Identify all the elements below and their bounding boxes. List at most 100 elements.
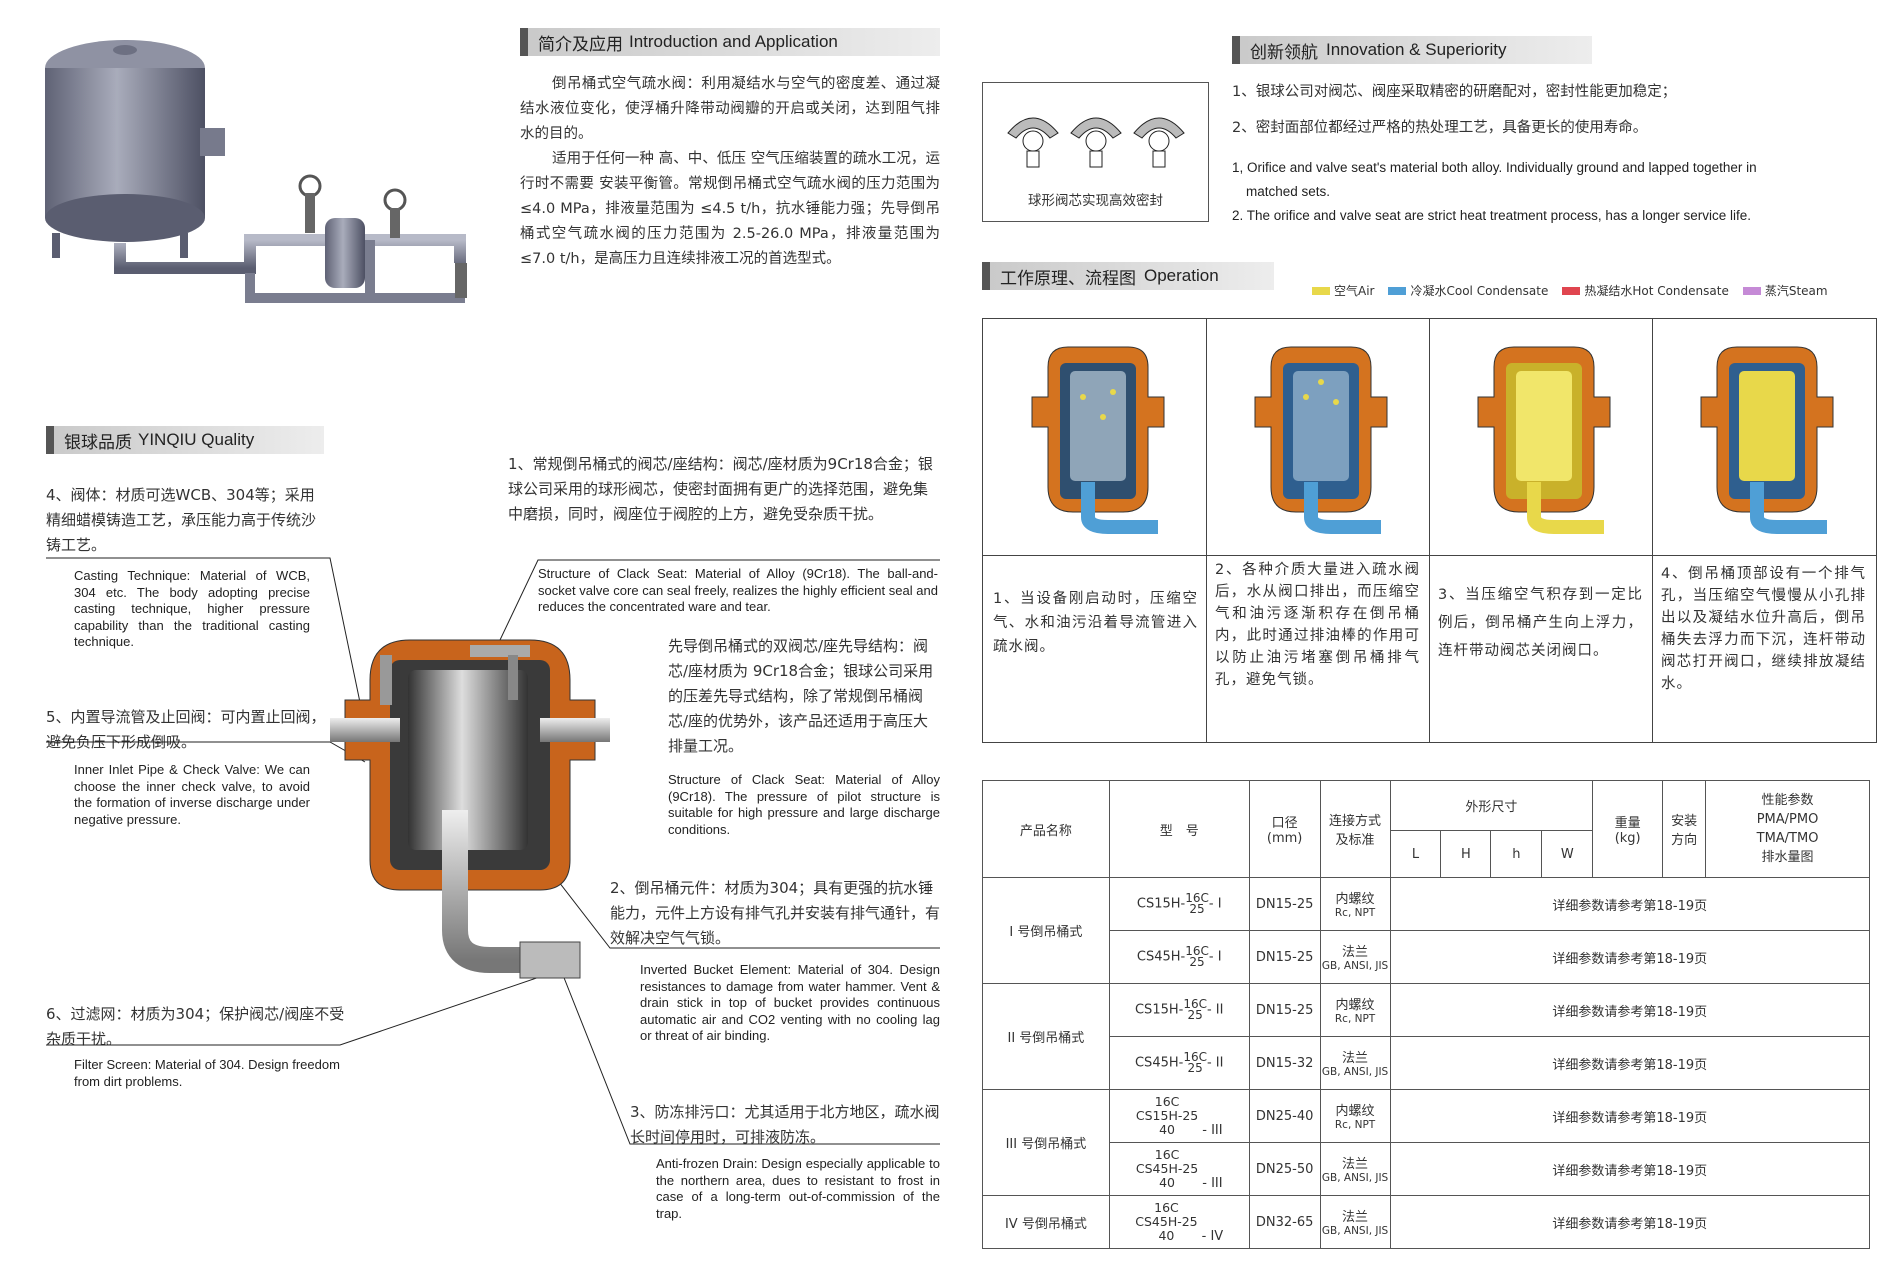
conn-2-1-type: 内螺纹 [1335,998,1375,1013]
quality-title-cn: 银球品质 [64,432,132,453]
innovation-en-list: 1, Orifice and valve seat's material bot… [1232,156,1872,228]
operation-section-header: 工作原理、流程图 Operation [982,262,1274,290]
header-install: 安装方向 [1662,780,1707,878]
intro-paragraph-1: 倒吊桶式空气疏水阀：利用凝结水与空气的密度差、通过凝结水液位变化，使浮桶升降带动… [520,76,940,142]
header-model: 型 号 [1108,780,1250,878]
header-dn: 口径(mm) [1248,780,1321,878]
innovation-cn-item-1: 1、银球公司对阀芯、阀座采取精密的研磨配对，密封性能更加稳定； [1232,84,1677,100]
model-2-1-base: CS15H- [1134,1002,1184,1018]
tank-piping-illustration [45,40,467,303]
dn-1-1: DN15-25 [1248,877,1321,931]
model-1-1-sub: 25 [1189,902,1205,916]
header-weight-label: 重量 [1614,816,1641,831]
quality-title-en: YINQIU Quality [138,430,255,449]
model-1-2-sup: 16C [1185,944,1209,958]
operation-step-2-text: 2、各种介质大量进入疏水阀后，水从阀口排出，而压缩空气和油污逐渐积存在倒吊桶内，… [1215,562,1420,688]
innovation-en-item-1b: matched sets. [1246,184,1331,199]
ref-1-2: 详细参数请参考第18-19页 [1389,930,1871,984]
model-4-1-suffix: - IV [1201,1228,1224,1244]
conn-3-1-std: Rc, NPT [1334,1119,1376,1131]
ref-2-1: 详细参数请参考第18-19页 [1389,983,1871,1037]
header-product-name: 产品名称 [982,780,1110,878]
ref-2-2: 详细参数请参考第18-19页 [1389,1036,1871,1090]
header-install-label-2: 方向 [1671,833,1698,848]
model-4-1-sub: 40 [1158,1227,1175,1243]
callout-2-en: Inverted Bucket Element: Material of 304… [640,962,940,1043]
quality-section-header: 银球品质 YINQIU Quality [46,426,324,454]
header-perf-1: 性能参数 [1761,793,1814,808]
conn-2-1-std: Rc, NPT [1334,1013,1376,1025]
model-3-1-sub: 40 [1159,1121,1176,1137]
callout-4-cn: 4、阀体：材质可选WCB、304等；采用精细蜡模铸造工艺，承压能力高于传统沙铸工… [46,486,317,554]
operation-step-3-text: 3、当压缩空气积存到一定比例后，倒吊桶产生向上浮力，连杆带动阀芯关闭阀口。 [1438,587,1643,659]
conn-4-1-type: 法兰 [1342,1210,1369,1225]
legend-steam: 蒸汽Steam [1742,282,1828,299]
callout-5-cn: 5、内置导流管及止回阀：可内置止回阀，避免负压下形成倒吸。 [46,708,326,751]
model-2-2-sub: 25 [1187,1061,1203,1075]
legend-air: 空气Air [1312,282,1374,299]
model-1-2-suffix: - I [1208,949,1222,965]
legend-cool-label: 冷凝水Cool Condensate [1410,284,1549,298]
callout-2-cn: 2、倒吊桶元件：材质为304；具有更强的抗水锤能力，元件上方设有排气孔并安装有排… [610,879,941,947]
operation-step-3-drawing [1477,346,1611,534]
ball-valve-core-icons [1007,117,1185,168]
header-H: H [1440,830,1492,878]
header-performance: 性能参数 PMA/PMO TMA/TMO 排水量图 [1705,780,1870,878]
conn-1-2-type: 法兰 [1342,945,1369,960]
legend-cool-swatch [1388,286,1407,295]
operation-step-1-drawing [1031,346,1165,534]
callout-6-en: Filter Screen: Material of 304. Design f… [74,1057,340,1089]
model-4-1-sup: 16C [1154,1199,1179,1215]
callout-4-en: Casting Technique: Material of WCB, 304 … [74,568,310,649]
operation-steps-grid: 1、当设备刚启动时，压缩空气、水和油污沿着导流管进入疏水阀。 2、各种介质大量进… [982,318,1877,743]
dn-2-1: DN15-25 [1248,983,1321,1037]
model-2-2-suffix: - II [1206,1055,1224,1071]
group-3-name: III 号倒吊桶式 [982,1089,1110,1196]
header-install-label: 安装 [1671,814,1698,829]
callout-1b-en: Structure of Clack Seat: Material of All… [668,772,940,837]
model-2-1-sub: 25 [1187,1008,1203,1022]
group-2-name: II 号倒吊桶式 [982,983,1110,1090]
callout-3-en: Anti-frozen Drain: Design especially app… [656,1156,940,1221]
ref-4-1: 详细参数请参考第18-19页 [1389,1195,1871,1249]
header-dn-label: 口径 [1271,816,1298,831]
group-1-name: I 号倒吊桶式 [982,877,1110,984]
model-1-1-base: CS15H- [1136,896,1186,912]
legend-hot-swatch [1562,286,1581,295]
ref-3-2: 详细参数请参考第18-19页 [1389,1142,1871,1196]
model-1-1-suffix: - I [1208,896,1222,912]
operation-step-4-drawing [1700,346,1834,534]
trap-cutaway-illustration [330,639,610,979]
conn-3-2-type: 法兰 [1342,1157,1369,1172]
header-connection-label-2: 及标准 [1335,833,1375,848]
model-3-2-suffix: - III [1202,1175,1223,1191]
conn-1-2-std: GB, ANSI, JIS [1321,960,1389,972]
model-2-1-suffix: - II [1206,1002,1224,1018]
ref-3-1: 详细参数请参考第18-19页 [1389,1089,1871,1143]
header-dn-unit: (mm) [1266,831,1303,846]
operation-title-cn: 工作原理、流程图 [1000,268,1136,289]
conn-1-1-type: 内螺纹 [1335,892,1375,907]
dn-3-2: DN25-50 [1248,1142,1321,1196]
intro-title-cn: 简介及应用 [538,34,623,55]
model-1-1-sup: 16C [1185,891,1209,905]
model-2-2-base: CS45H- [1134,1055,1184,1071]
header-h: h [1490,830,1543,878]
legend-steam-label: 蒸汽Steam [1764,284,1828,298]
model-2-1-sup: 16C [1183,997,1207,1011]
innovation-cn-item-2: 2、密封面部位都经过严格的热处理工艺，具备更长的使用寿命。 [1232,120,1648,136]
operation-title-en: Operation [1144,266,1219,285]
model-1-2-sub: 25 [1189,955,1205,969]
group-4-name: IV 号倒吊桶式 [982,1195,1110,1249]
conn-2-2-std: GB, ANSI, JIS [1321,1066,1389,1078]
dn-1-2: DN15-25 [1248,930,1321,984]
model-3-2-sub: 40 [1159,1174,1176,1190]
dn-2-2: DN15-32 [1248,1036,1321,1090]
conn-1-1-std: Rc, NPT [1334,907,1376,919]
